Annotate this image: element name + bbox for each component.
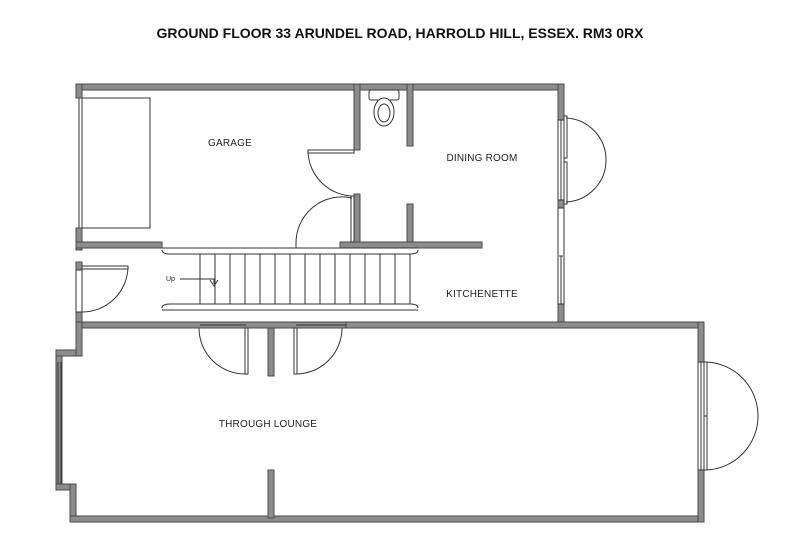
wall-top [75, 83, 565, 91]
wall-lounge-right-bottom [697, 469, 705, 523]
upper-walls [75, 83, 565, 329]
stair-treads [199, 254, 411, 304]
wall-garage-dining-top [353, 83, 361, 151]
toilet-icon [368, 89, 400, 127]
wall-lounge-left-upper [75, 321, 83, 357]
wall-garage-bottom [75, 241, 163, 249]
room-label-through-lounge: THROUGH LOUNGE [219, 419, 317, 430]
wall-left-hall-a [75, 261, 83, 271]
staircase: Up [161, 247, 419, 311]
lounge-walls [55, 321, 705, 523]
stairs-arrow [180, 278, 215, 284]
wall-lounge-stub [267, 469, 275, 519]
lounge-french-doors [697, 361, 759, 471]
wall-right-dining-top [557, 83, 565, 121]
dining-french-doors [557, 115, 607, 205]
wall-dining-partition [406, 203, 414, 247]
garage-internal-door [307, 149, 355, 197]
wall-garage-dining-bottom [353, 193, 361, 247]
wall-right-dining-mid [557, 199, 565, 209]
garage-door [81, 97, 151, 229]
hall-door [295, 195, 355, 248]
wall-lounge-right-top [697, 321, 705, 363]
front-door [75, 265, 129, 313]
lounge-door-right [293, 327, 343, 375]
wall-left-garage-top [75, 83, 83, 99]
lounge-door-left [198, 327, 249, 375]
plan-title: GROUND FLOOR 33 ARUNDEL ROAD, HARROLD HI… [157, 25, 645, 41]
wall-lounge-top-right [345, 321, 705, 329]
stairs-arrow-head [209, 279, 219, 287]
wall-lounge-left-lower [69, 483, 77, 521]
wall-dining-kitchen [339, 241, 483, 249]
wall-wc-right [406, 83, 414, 147]
room-label-garage: GARAGE [208, 138, 252, 149]
wall-lounge-bottom [69, 515, 705, 523]
wall-lounge-pillar [267, 327, 275, 377]
kitchen-window [557, 207, 565, 305]
lounge-bay-window [57, 362, 62, 484]
room-label-kitchenette: KITCHENETTE [446, 289, 518, 300]
stairs-up-label: Up [166, 276, 175, 283]
room-label-dining-room: DINING ROOM [446, 153, 517, 164]
